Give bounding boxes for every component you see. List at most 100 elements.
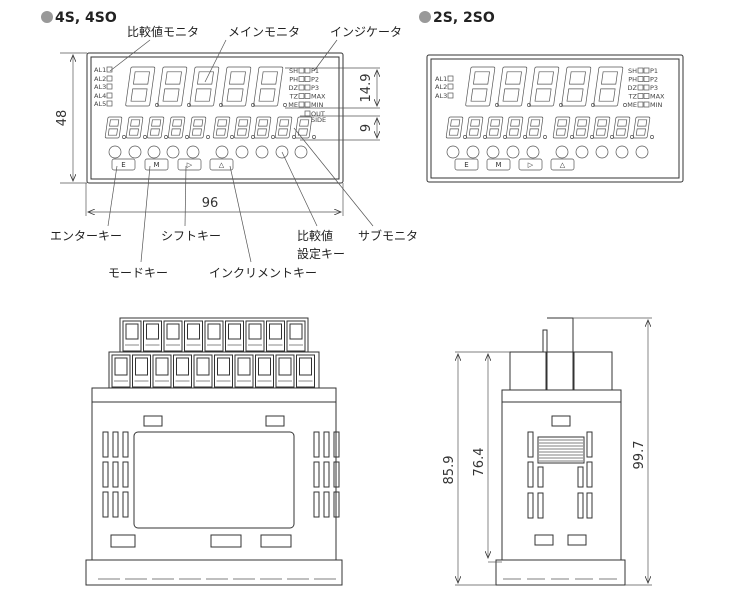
terminal — [122, 320, 142, 352]
digit-outline — [465, 66, 496, 107]
digit-lower-hole — [194, 88, 212, 102]
vent-slot — [323, 491, 330, 518]
digit-upper-hole — [299, 119, 310, 127]
indicator-lamp — [304, 67, 311, 74]
enter-key[interactable]: E — [454, 158, 479, 171]
digit-upper-hole — [472, 71, 490, 85]
digit-outline — [572, 116, 591, 139]
shift-key[interactable]: ▷ — [177, 158, 202, 171]
terminal — [225, 320, 244, 352]
alarm-lamp — [447, 83, 454, 90]
led-lamp — [255, 145, 269, 159]
seven-segment-digit — [125, 66, 156, 107]
key-outline — [486, 158, 511, 171]
side-label: SIDE — [311, 116, 326, 124]
indicator-lamp — [304, 93, 311, 99]
dim-label-9: 9 — [359, 124, 374, 132]
seven-segment-digit — [294, 116, 313, 139]
digit-outline — [612, 116, 631, 139]
seven-segment-digit — [505, 116, 524, 139]
key-label: M — [153, 161, 159, 169]
case-body — [91, 401, 337, 561]
led-lamp — [446, 145, 460, 159]
increment-key[interactable]: △ — [550, 158, 575, 171]
digit-upper-hole — [637, 119, 648, 127]
digit-upper-hole — [193, 119, 204, 127]
led-lamp — [294, 145, 308, 159]
digit-lower-hole — [595, 128, 606, 136]
terminal — [255, 354, 274, 388]
digit-upper-hole — [109, 119, 120, 127]
dim-depth-99-7: 99.7 — [573, 317, 652, 586]
decimal-point — [591, 103, 595, 107]
indicator-label: PH — [289, 76, 298, 84]
seven-segment-digit — [274, 116, 293, 139]
vent-slot — [313, 491, 320, 518]
terminal-screw-slot — [248, 323, 262, 340]
digit-lower-hole — [615, 128, 626, 136]
rear-view — [85, 317, 343, 586]
digit-upper-hole — [557, 119, 568, 127]
shift-key[interactable]: ▷ — [518, 158, 543, 171]
terminal-screw-slot — [299, 357, 312, 376]
mode-key[interactable]: M — [486, 158, 511, 171]
vent-slot — [112, 431, 119, 458]
terminal-screw-slot — [289, 323, 303, 340]
title-4s: 4S, 4SO — [55, 10, 117, 26]
led-lamp — [466, 145, 480, 159]
digit-upper-hole — [258, 119, 269, 127]
terminal — [193, 354, 213, 388]
indicator-lamp — [643, 76, 650, 82]
dim-sub-digit-9: 9 — [300, 115, 380, 141]
digit-upper-hole — [228, 71, 246, 85]
indicator-lamp — [643, 93, 650, 99]
digit-upper-hole — [130, 119, 141, 127]
dim-label-96: 96 — [202, 196, 219, 211]
key-outline — [144, 158, 169, 171]
increment-key[interactable]: △ — [209, 158, 234, 171]
decimal-point — [155, 103, 159, 107]
alarm-lamp — [106, 75, 113, 82]
led-lamp — [275, 145, 289, 159]
led-lamp — [235, 145, 249, 159]
decimal-point — [559, 103, 563, 107]
indicator-lamp — [637, 84, 644, 91]
terminal-screw-slot — [125, 323, 139, 340]
callout-indicator: インジケータ — [330, 25, 402, 39]
digit-lower-hole — [528, 128, 539, 136]
digit-outline — [188, 116, 207, 139]
callout-mode-key: モードキー — [108, 266, 168, 280]
digit-outline — [253, 116, 272, 139]
terminal — [111, 354, 131, 388]
vent-slot — [102, 491, 109, 518]
indicator-label: ME — [288, 101, 298, 109]
terminal — [204, 320, 224, 352]
indicator-lamp — [637, 101, 644, 108]
digit-upper-hole — [151, 119, 162, 127]
key-label: M — [495, 161, 501, 169]
indicator-lamp — [298, 93, 305, 99]
alarm-lamp — [106, 83, 113, 90]
indicator-label: MIN — [650, 101, 663, 109]
indicator-label: SH — [628, 67, 637, 75]
digit-lower-hole — [236, 128, 247, 136]
mode-key[interactable]: M — [144, 158, 169, 171]
digit-lower-hole — [448, 128, 459, 136]
side-view: 85.9 76.4 99.7 — [442, 317, 652, 586]
enter-key[interactable]: E — [111, 158, 136, 171]
key-label: △ — [560, 161, 566, 169]
indicator-label: P3 — [311, 84, 319, 92]
terminal-screw-slot — [166, 323, 180, 340]
seven-segment-digit — [497, 66, 528, 107]
alarm-label: AL2 — [435, 83, 447, 91]
seven-segment-digit — [572, 116, 591, 139]
key-label: ▷ — [187, 161, 193, 169]
key-outline — [550, 158, 575, 171]
terminal-screw-slot — [269, 323, 282, 340]
callout-compare-set-key-2: 設定キー — [297, 246, 345, 261]
alarm-label: AL5 — [94, 100, 106, 108]
indicator-label: TZ — [628, 93, 638, 101]
callout-compare-set-key: 比較値 — [297, 228, 333, 243]
terminal-screw-slot — [207, 323, 221, 340]
digit-outline — [233, 116, 252, 139]
